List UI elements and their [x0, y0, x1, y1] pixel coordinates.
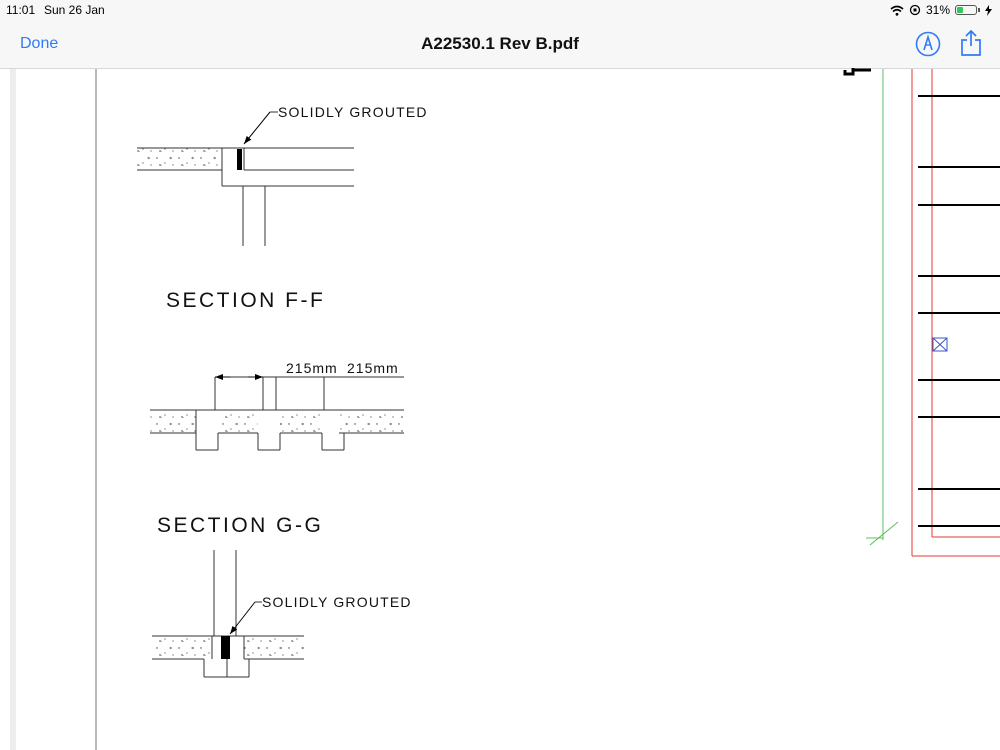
orientation-lock-icon [909, 4, 921, 16]
battery-level-fill [957, 7, 963, 13]
nav-bar: Done A22530.1 Rev B.pdf [0, 22, 1000, 69]
dimension-label-2: 215mm [347, 360, 399, 376]
status-time: 11:01 [6, 3, 36, 17]
detail-top [137, 111, 354, 246]
drawing-frame [843, 68, 1000, 557]
battery-tip [978, 8, 980, 12]
battery-icon [955, 5, 977, 15]
document-title: A22530.1 Rev B.pdf [421, 34, 579, 53]
detail-bottom [152, 550, 304, 678]
charging-icon [985, 4, 992, 16]
dimension-label-1: 215mm [286, 360, 338, 376]
wifi-icon [890, 5, 904, 16]
battery-percent: 31% [925, 3, 950, 17]
markup-icon[interactable] [915, 31, 941, 57]
section-ff-label: SECTION F-F [166, 289, 325, 312]
status-right-group: 31% [890, 3, 992, 17]
note-solidly-grouted-top: SOLIDLY GROUTED [278, 104, 428, 120]
page-edge [10, 69, 16, 750]
cross-box-symbol [932, 337, 948, 352]
status-bar: 11:01 Sun 26 Jan 31% [0, 0, 1000, 22]
share-icon[interactable] [959, 29, 983, 57]
section-gg-label: SECTION G-G [157, 514, 323, 537]
status-date: Sun 26 Jan [44, 3, 105, 17]
note-solidly-grouted-bottom: SOLIDLY GROUTED [262, 594, 412, 610]
detail-middle [150, 374, 404, 451]
done-button[interactable]: Done [20, 35, 59, 52]
